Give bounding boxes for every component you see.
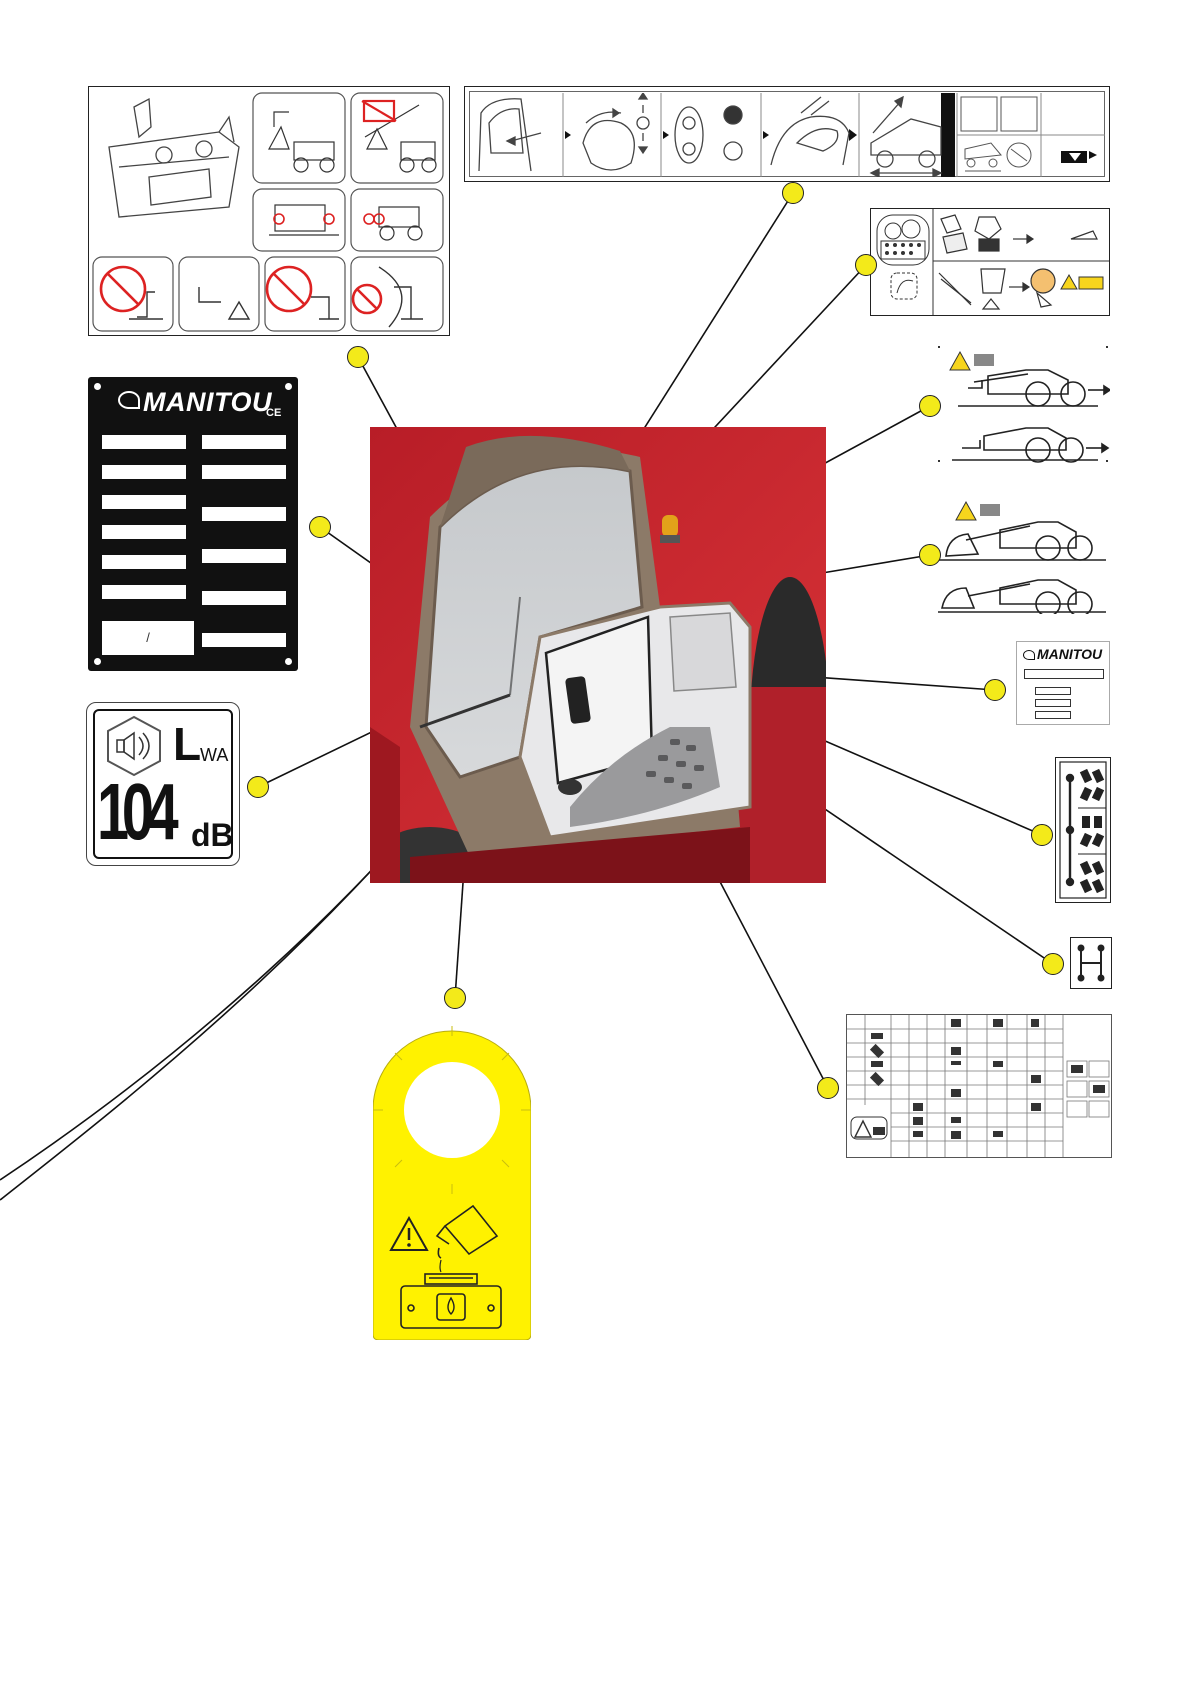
cab-illustration xyxy=(370,427,826,883)
noise-symbol-l: L xyxy=(173,721,201,767)
manual-book-icon xyxy=(1061,151,1087,163)
plate-field xyxy=(202,633,286,647)
steering-mode-decal xyxy=(1055,757,1111,903)
plate-field xyxy=(1035,687,1071,695)
ce-mark: CE xyxy=(266,407,281,419)
plate-field xyxy=(1035,699,1071,707)
callout-marker xyxy=(309,516,331,538)
brand-plate-name: MANITOU xyxy=(1037,646,1102,662)
oil-fill-tag xyxy=(373,1022,531,1340)
noise-value: 104 xyxy=(97,769,172,855)
telehandler-sketch xyxy=(952,370,1110,462)
warning-triangle-icon xyxy=(1061,275,1077,289)
callout-marker xyxy=(782,182,804,204)
beacon-light xyxy=(662,515,678,537)
wheel-icons xyxy=(1080,769,1104,893)
plate-brand-name: MANITOU xyxy=(143,387,272,418)
plate-field xyxy=(102,465,186,479)
plate-field xyxy=(102,555,186,569)
rivet xyxy=(94,383,101,390)
callout-marker xyxy=(247,776,269,798)
cab-door-sketch xyxy=(479,99,541,171)
plate-field xyxy=(1035,711,1071,719)
rivet xyxy=(285,658,292,665)
travel-position-decal xyxy=(938,346,1110,464)
callout-marker xyxy=(817,1077,839,1099)
rivet xyxy=(94,658,101,665)
gear-shift-decal xyxy=(1070,937,1112,989)
callout-marker xyxy=(984,679,1006,701)
attachment-decal xyxy=(88,86,450,336)
telehandler-sketch xyxy=(938,522,1106,614)
manual-book-icon xyxy=(974,354,994,366)
brand-logo-icon xyxy=(118,391,140,409)
joystick-sketch xyxy=(771,97,849,165)
seat-sketch xyxy=(583,93,649,170)
plate-field-model-year: / xyxy=(102,621,194,655)
noise-unit: dB xyxy=(191,817,234,854)
rivet xyxy=(285,383,292,390)
plate-field xyxy=(202,435,286,449)
callout-marker xyxy=(1042,953,1064,975)
plate-field xyxy=(102,495,186,509)
plate-field xyxy=(102,585,186,599)
warning-triangle-icon xyxy=(950,352,970,370)
fuse-relay-chart xyxy=(846,1014,1112,1158)
gear-shift-icon xyxy=(1071,938,1111,988)
tag-hole xyxy=(404,1062,500,1158)
warning-triangle-icon xyxy=(855,1121,871,1137)
controls-strip-decal xyxy=(464,86,1110,182)
ignition-key-icon xyxy=(675,106,742,163)
fuse-symbols xyxy=(870,1019,1105,1139)
manual-book-icon xyxy=(980,504,1000,516)
callout-marker xyxy=(444,987,466,1009)
callout-marker xyxy=(919,544,941,566)
brand-plate: MANITOU xyxy=(1016,641,1110,725)
plate-field xyxy=(102,525,186,539)
telehandler-sketch xyxy=(871,97,941,177)
plate-field xyxy=(102,435,186,449)
manufacturer-plate: MANITOU CE / xyxy=(88,377,298,671)
callout-marker xyxy=(919,395,941,417)
bucket-decal xyxy=(938,496,1110,614)
plate-field xyxy=(202,591,286,605)
carriage-drawing xyxy=(109,99,239,217)
noise-level-label: L WA 104 dB xyxy=(86,702,240,866)
plate-field xyxy=(1024,669,1104,679)
callout-marker xyxy=(1031,824,1053,846)
door-handle xyxy=(558,779,582,795)
callout-marker xyxy=(855,254,877,276)
plate-field xyxy=(202,549,286,563)
dashboard-decal xyxy=(870,208,1110,316)
callout-marker xyxy=(347,346,369,368)
noise-symbol-sub: WA xyxy=(200,745,228,766)
plate-field xyxy=(202,507,286,521)
warning-triangle-icon xyxy=(956,502,976,520)
brand-logo-icon xyxy=(1023,650,1035,660)
plate-field xyxy=(202,465,286,479)
